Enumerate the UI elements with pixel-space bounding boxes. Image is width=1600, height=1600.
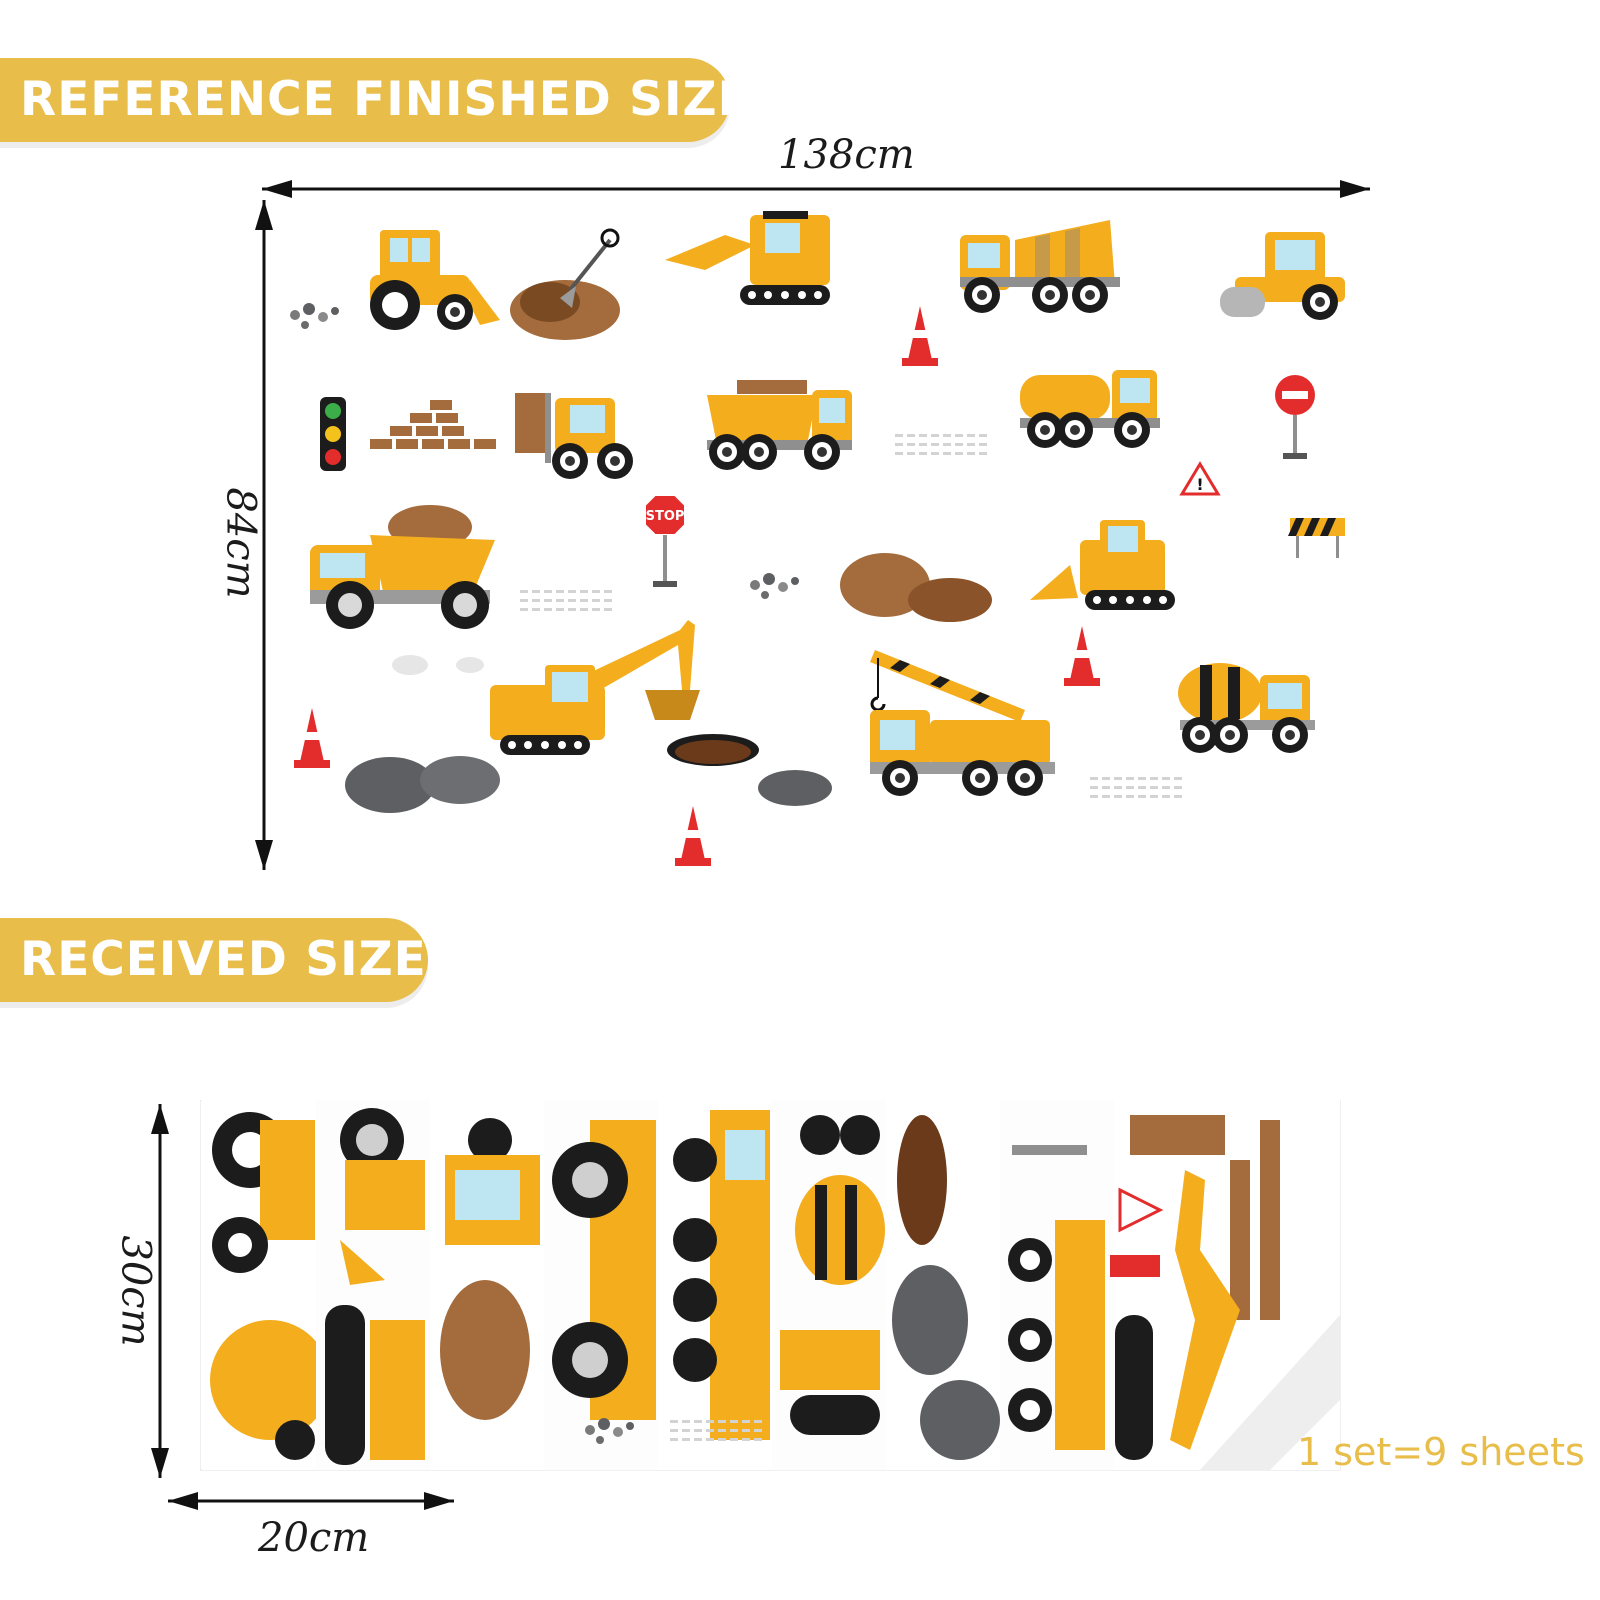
sheet-7 — [886, 1100, 1000, 1470]
pebble-cluster-icon-2 — [750, 573, 799, 599]
barrier-icon — [1288, 518, 1345, 558]
no-entry-sign-icon — [1275, 375, 1315, 459]
sheet-count-note: 1 set=9 sheets — [1297, 1430, 1585, 1474]
warning-triangle-icon: ! — [1179, 461, 1221, 496]
reference-width-label: 138cm — [778, 132, 915, 178]
sheet-height-bottom-head — [151, 1448, 169, 1478]
pebble-cluster-icon — [290, 303, 339, 329]
sheet-6 — [772, 1100, 886, 1470]
forklift-icon — [515, 393, 633, 479]
sheet-2 — [316, 1100, 430, 1470]
excavator-icon — [665, 211, 830, 305]
width-arrow-left-head — [262, 180, 292, 198]
rock-pile-icon-2 — [758, 770, 832, 806]
brick-pile-icon — [370, 400, 496, 449]
received-size-banner: RECEIVED SIZE: — [0, 918, 446, 1002]
height-arrow-top-head — [255, 200, 273, 230]
reference-size-banner: REFERENCE FINISHED SIZE: — [0, 58, 770, 142]
tire-tracks-icon-2 — [520, 590, 612, 611]
sheet-4 — [544, 1100, 658, 1470]
cloud-icon — [392, 655, 484, 675]
cement-mixer-icon — [960, 220, 1120, 313]
height-arrow-bottom-head — [255, 840, 273, 870]
road-roller-icon — [1220, 232, 1345, 320]
stop-sign-icon: STOP — [644, 494, 686, 587]
warning-sign-text: ! — [1196, 475, 1203, 494]
traffic-cone-icon — [902, 306, 938, 366]
sheet-width-right-head — [424, 1492, 454, 1510]
sheet-1 — [202, 1100, 330, 1470]
mobile-crane-icon — [870, 650, 1055, 796]
tractor-icon — [370, 230, 500, 330]
stop-sign-text: STOP — [646, 509, 685, 524]
sticker-sheets — [200, 1100, 1341, 1471]
sheet-5 — [658, 1100, 772, 1470]
tire-tracks-icon-3 — [1090, 777, 1182, 798]
tire-tracks-icon — [895, 434, 987, 455]
rock-pile-icon — [345, 756, 500, 813]
traffic-cone-icon-4 — [1064, 626, 1100, 686]
sheet-height-label: 30cm — [112, 1235, 159, 1347]
sheet-8 — [1000, 1100, 1114, 1470]
sheet-width-left-head — [168, 1492, 198, 1510]
traffic-light-icon — [320, 397, 346, 471]
traffic-cone-icon-2 — [294, 708, 330, 768]
sheet-width-label: 20cm — [258, 1515, 370, 1561]
dump-truck-icon — [310, 505, 495, 629]
finished-sticker-layout: ! STOP — [290, 211, 1345, 866]
shovel-dirt-icon — [510, 228, 620, 340]
tanker-truck-icon — [1020, 370, 1160, 448]
loaded-dump-truck-icon — [707, 380, 852, 470]
bulldozer-icon — [1030, 520, 1175, 610]
width-arrow-right-head — [1340, 180, 1370, 198]
excavator-arm-icon — [490, 620, 700, 755]
sheet-9 — [1110, 1100, 1340, 1470]
sheet-3 — [430, 1100, 544, 1470]
dirt-pile-icon — [840, 553, 992, 622]
sheet-height-top-head — [151, 1104, 169, 1134]
hole-icon — [667, 734, 759, 766]
mixer-truck-icon — [1178, 663, 1315, 753]
traffic-cone-icon-3 — [675, 806, 711, 866]
